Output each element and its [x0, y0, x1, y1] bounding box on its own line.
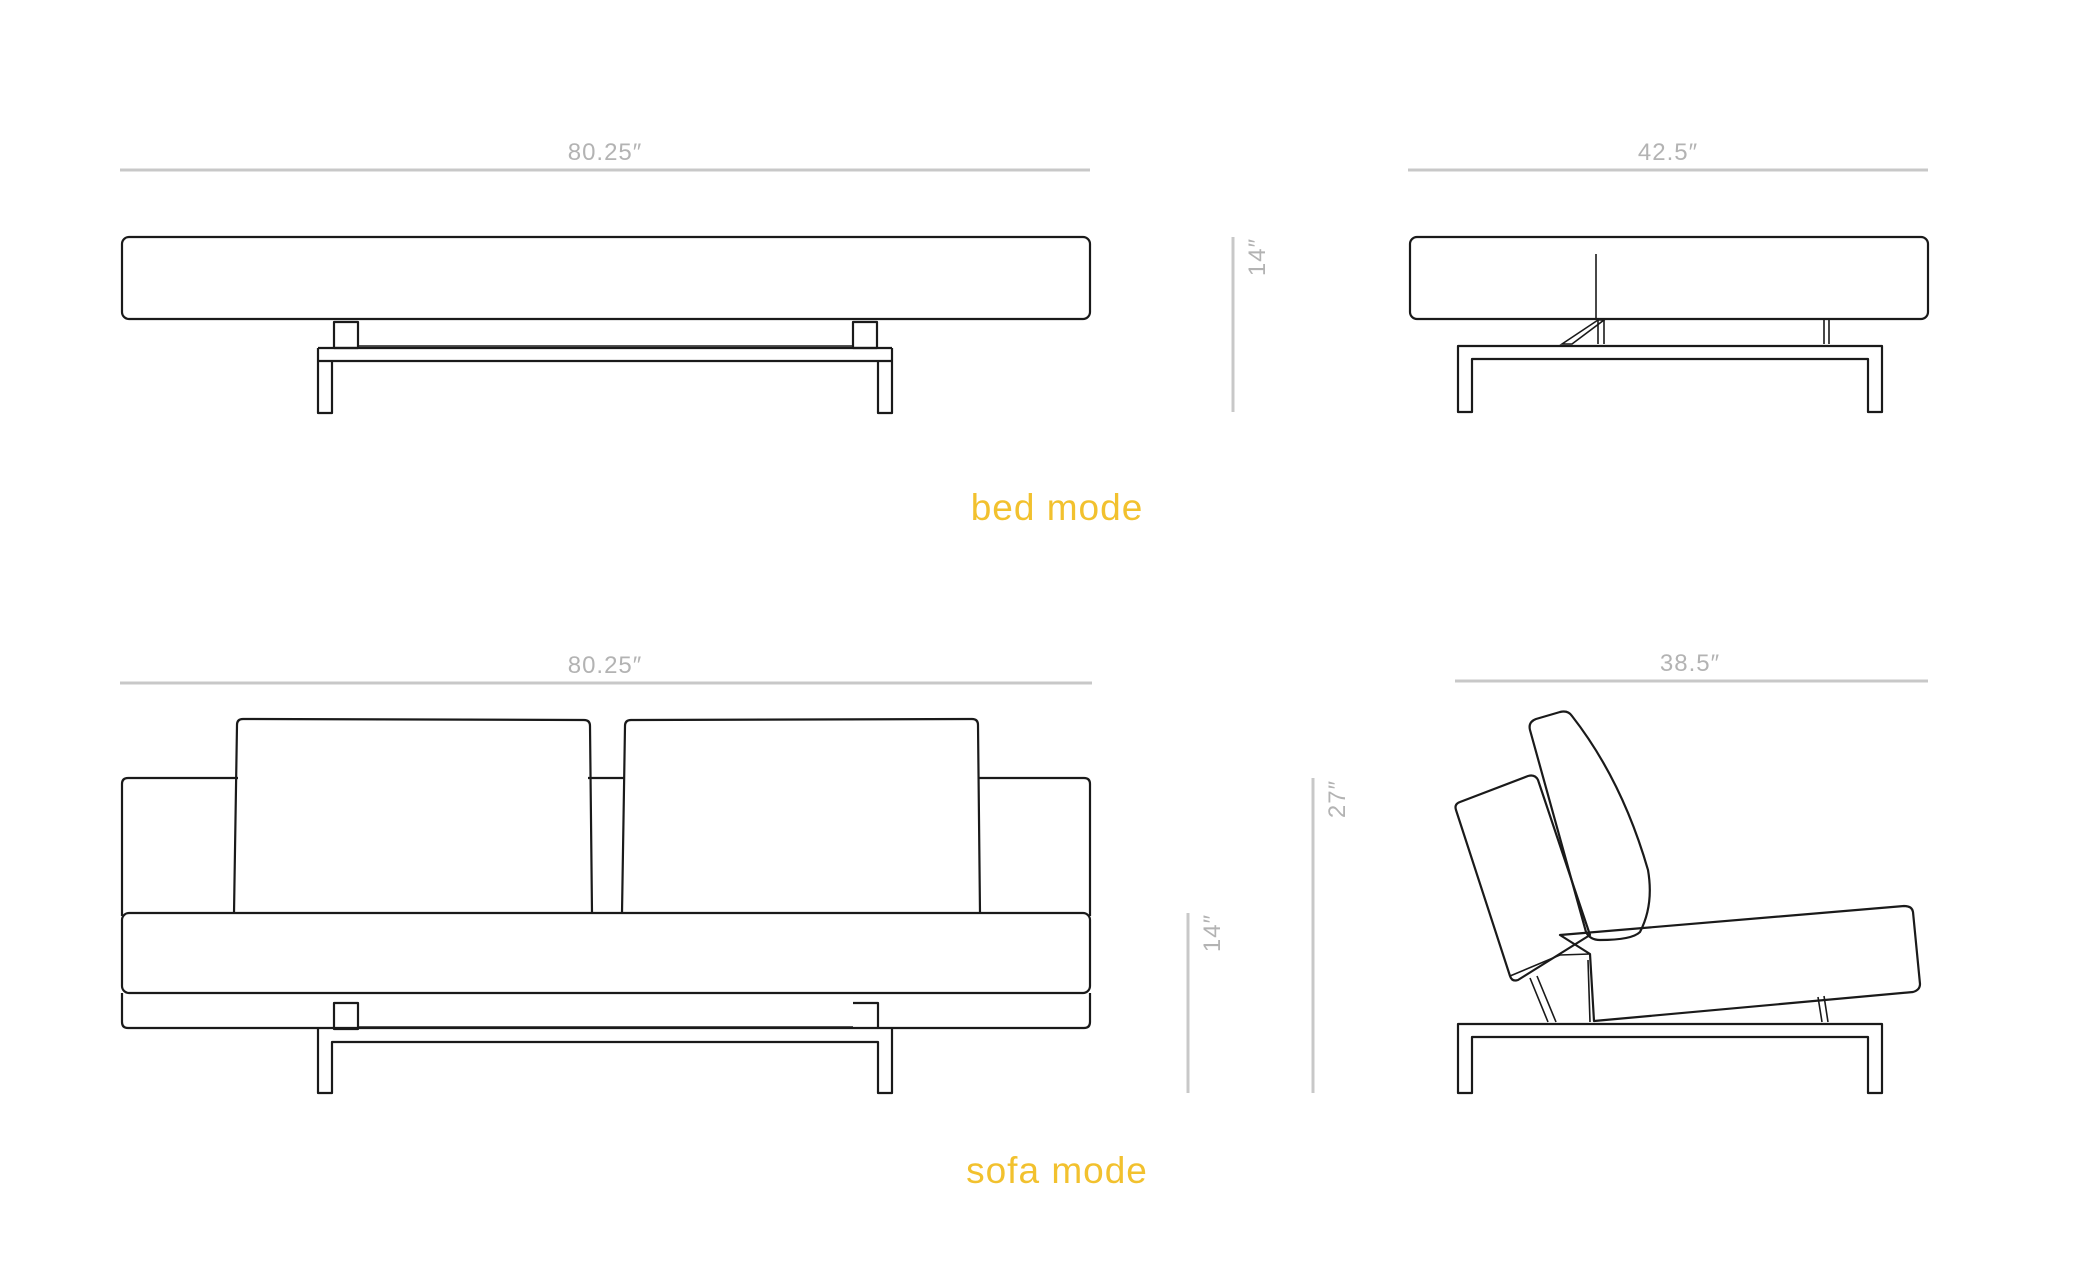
sofa-seat-height-label: 14″ [1199, 914, 1226, 952]
bed-front-right-bracket [851, 320, 879, 350]
sofa-side-depth-label: 38.5″ [1660, 650, 1720, 677]
sofa-seat-height-dimension: 14″ [1186, 913, 1226, 1093]
bed-side-depth-dimension: 42.5″ [1408, 139, 1928, 172]
bed-mode-section: 80.25″ 14″ 42.5″ [120, 139, 1930, 528]
sofa-front-right-back-cushion [620, 717, 982, 914]
sofa-side-base-frame [1456, 1022, 1884, 1095]
sofa-side-mechanism [1529, 959, 1591, 1023]
bed-front-width-label: 80.25″ [568, 139, 643, 166]
sofa-mode-label: sofa mode [966, 1150, 1148, 1191]
sofa-front-right-bracket [853, 1001, 880, 1029]
sofa-front-legs [316, 1029, 894, 1095]
sofa-front-seat-cushion [120, 911, 1092, 995]
sofa-front-width-label: 80.25″ [568, 652, 643, 679]
bed-side-rear-post [1823, 320, 1830, 344]
bed-side-hinge-post [1597, 320, 1605, 344]
bed-mode-label: bed mode [971, 487, 1144, 528]
sofa-side-backrest [1454, 774, 1592, 982]
bed-side-depth-label: 42.5″ [1638, 139, 1698, 166]
bed-front-left-bracket [332, 320, 360, 350]
bed-front-frame-rail [318, 346, 892, 363]
sofa-total-height-dimension: 27″ [1311, 778, 1351, 1093]
sofa-front-back-frame [120, 776, 1092, 916]
bed-mattress-front [120, 235, 1092, 321]
sofa-side-view [1454, 710, 1922, 1095]
sofa-front-view [120, 717, 1092, 1095]
bed-front-left-leg [316, 348, 334, 415]
bed-front-right-leg [876, 348, 894, 415]
bed-side-view [1408, 235, 1930, 414]
sofa-side-rear-post [1817, 995, 1829, 1023]
sofa-front-left-back-cushion [232, 717, 594, 914]
bed-front-width-dimension: 80.25″ [120, 139, 1090, 172]
sofa-side-back-cushion [1528, 710, 1651, 942]
bed-height-label: 14″ [1244, 238, 1271, 276]
bed-front-view [120, 235, 1092, 415]
bed-mattress-side [1408, 235, 1930, 321]
sofa-side-depth-dimension: 38.5″ [1455, 650, 1928, 683]
sofa-front-base [120, 993, 1092, 1030]
sofa-front-width-dimension: 80.25″ [120, 652, 1092, 685]
sofa-side-seat [1558, 904, 1922, 1023]
bed-side-base-frame [1456, 344, 1884, 414]
bed-height-dimension: 14″ [1231, 237, 1271, 412]
sofa-front-left-bracket [332, 1001, 360, 1031]
sofa-total-height-label: 27″ [1324, 780, 1351, 818]
sofa-mode-section: 80.25″ 14″ 27″ [120, 650, 1928, 1191]
sofa-side-seat-hinge [1509, 953, 1591, 977]
